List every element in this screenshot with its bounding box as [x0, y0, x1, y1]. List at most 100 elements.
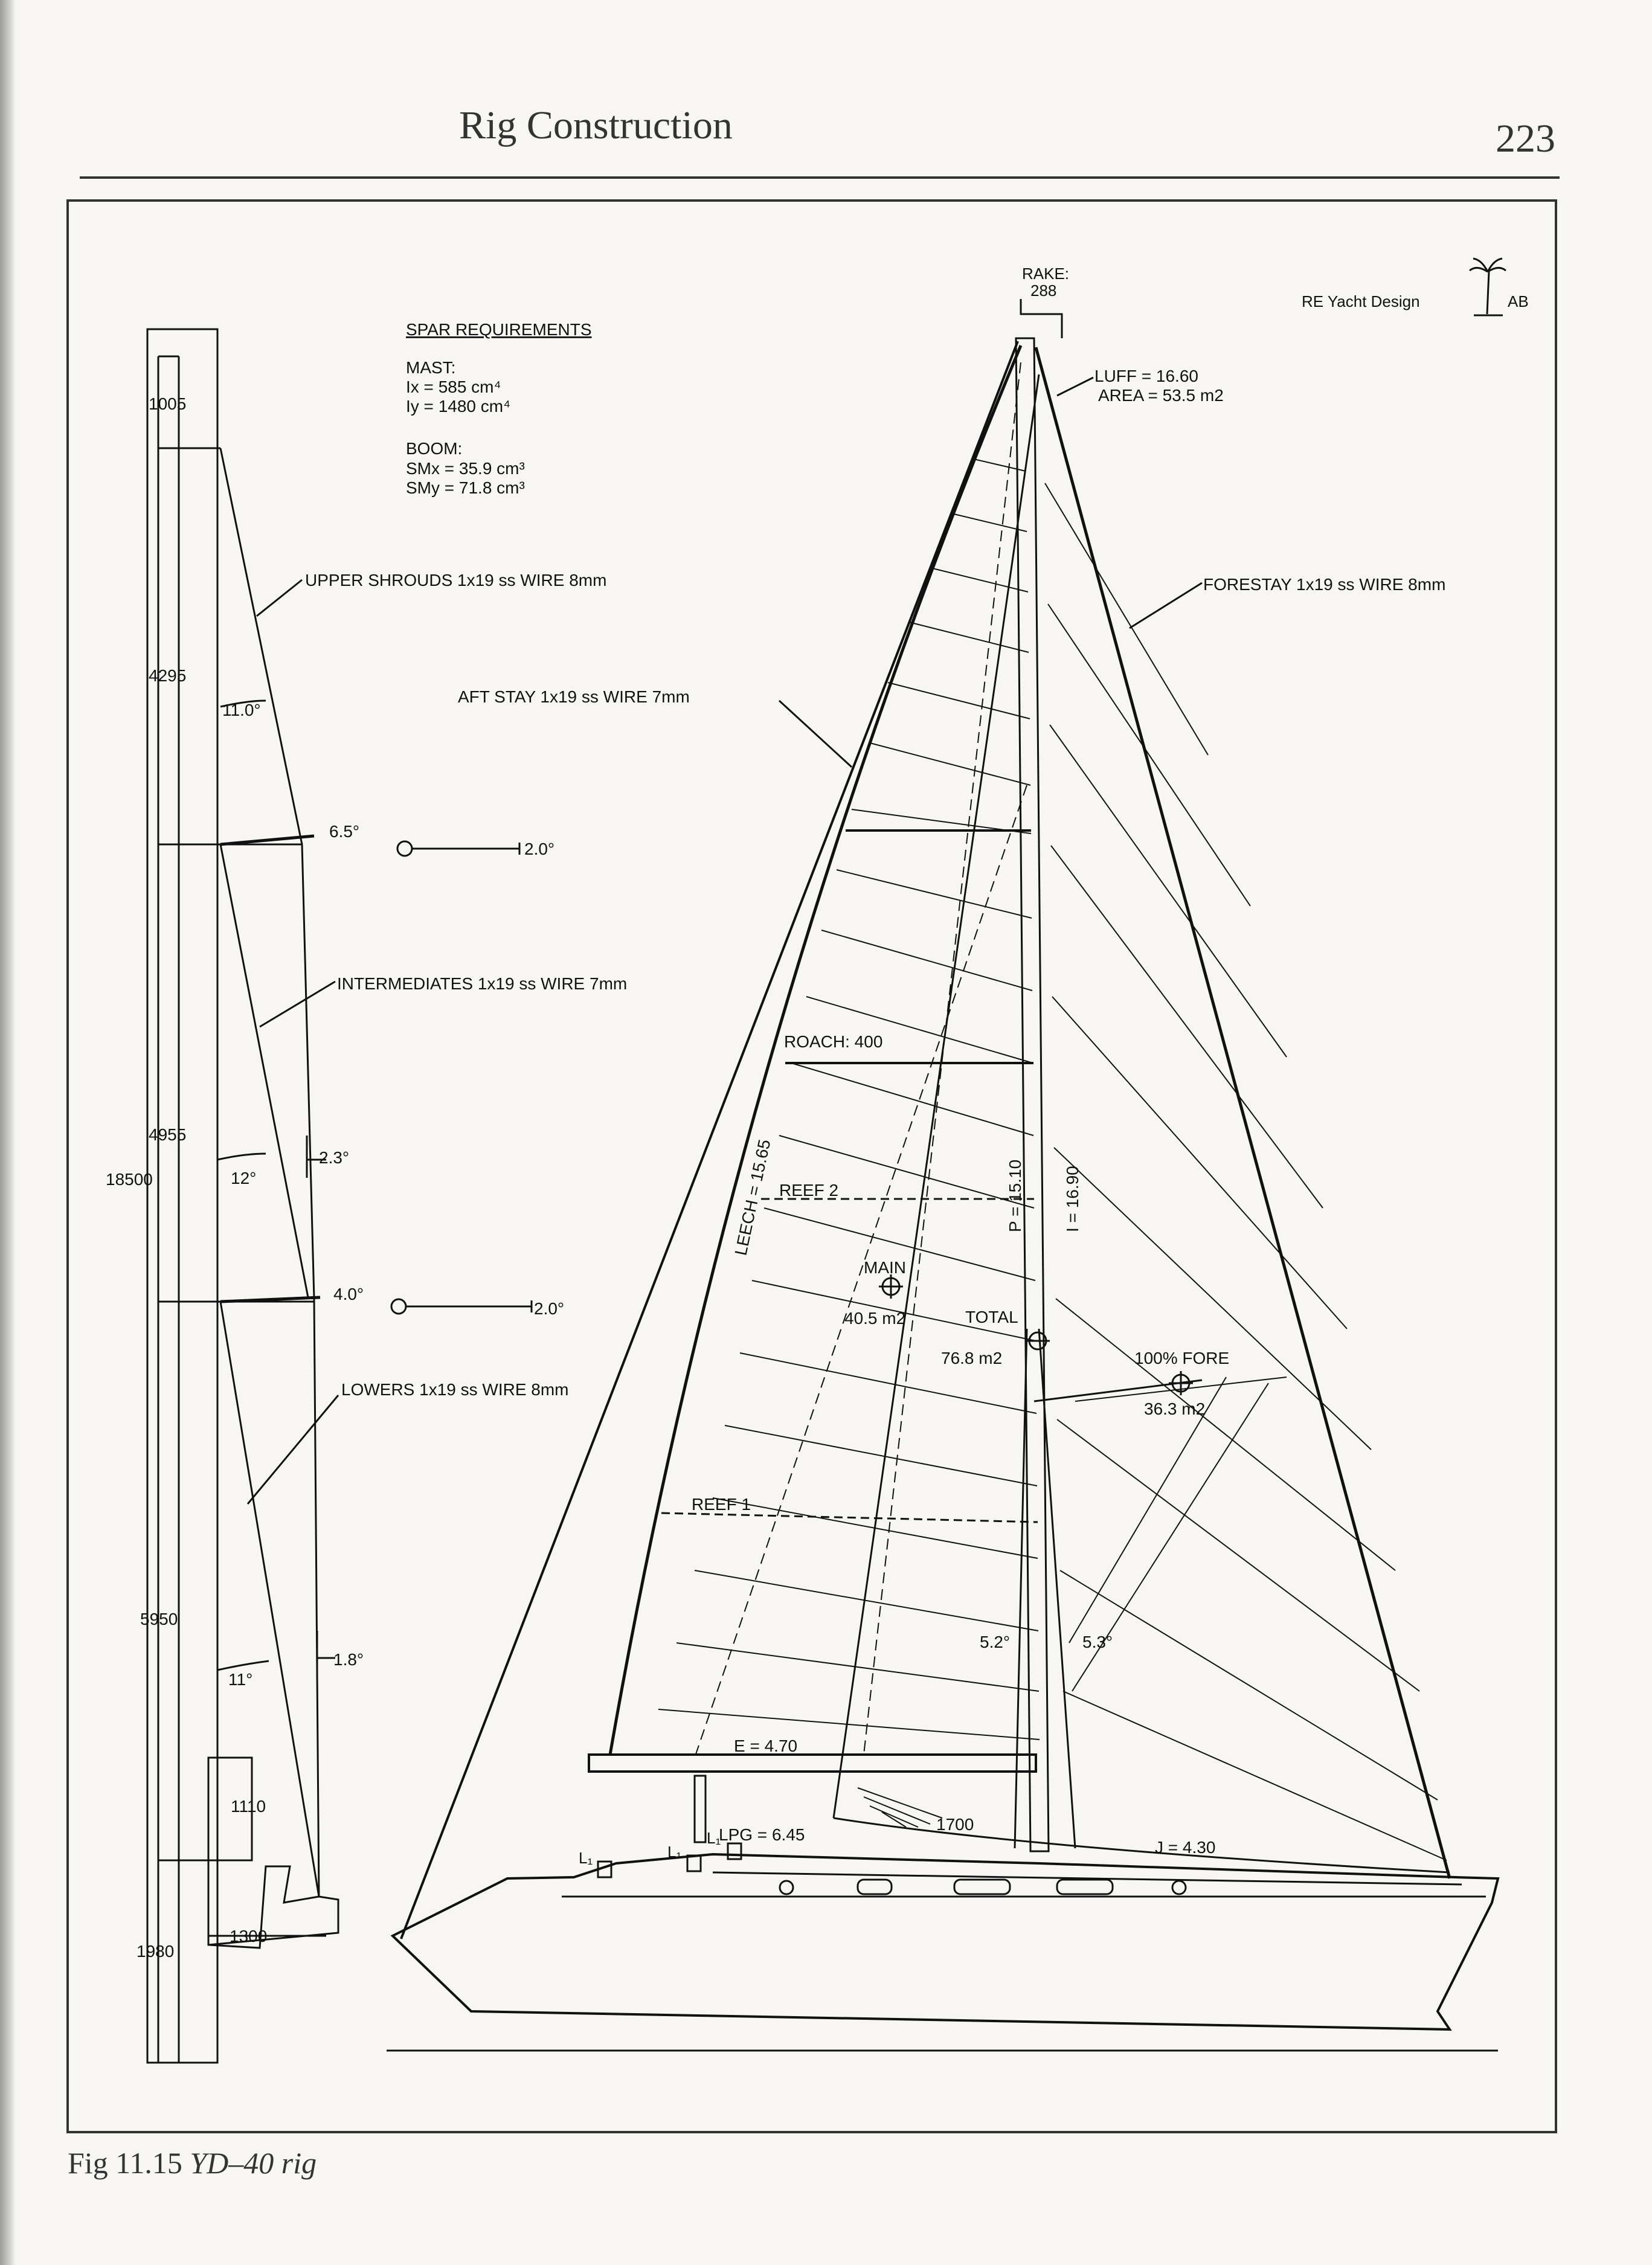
total-area: 76.8 m2 — [941, 1349, 1002, 1367]
port-window-1 — [857, 1878, 893, 1895]
leader-lowers — [246, 1395, 339, 1505]
backstay — [400, 341, 1019, 1939]
dim-18500: 18500 — [106, 1170, 153, 1189]
reef-1-line — [661, 1512, 1038, 1523]
lpg-label: LPG = 6.45 — [719, 1825, 805, 1844]
page-number: 223 — [1496, 117, 1555, 161]
leader-intermediates — [259, 980, 336, 1028]
caption-title: YD–40 rig — [190, 2146, 317, 2180]
rake-value: 288 — [1030, 281, 1056, 300]
rake-bracket — [1020, 299, 1063, 338]
dim-1005: 1005 — [149, 394, 186, 413]
main-dash-diag-2 — [694, 785, 1027, 1758]
label-intermediates: INTERMEDIATES 1x19 ss WIRE 7mm — [337, 974, 627, 993]
roach-label: ROACH: 400 — [784, 1032, 882, 1051]
mast-iy: Iy = 1480 cm⁴ — [406, 397, 510, 416]
angle-1-8: 1.8° — [333, 1650, 364, 1669]
angle-11: 11° — [228, 1670, 252, 1689]
mast-label: MAST: — [406, 358, 455, 377]
winch-a-label: L₁ — [579, 1849, 593, 1867]
shroud-fwd — [1038, 1328, 1076, 1849]
dim-1110: 1110 — [231, 1797, 266, 1816]
forestay — [1034, 347, 1451, 1879]
designer-name: RE Yacht Design — [1302, 292, 1420, 310]
fore-label: 100% FORE — [1134, 1349, 1229, 1367]
p-label: P = 15.10 — [1006, 1160, 1024, 1232]
leader-forestay — [1129, 582, 1203, 629]
sail-plan — [387, 299, 1500, 2052]
winch-b-icon — [686, 1854, 702, 1872]
boom — [588, 1753, 1037, 1773]
dim-1300: 1300 — [230, 1927, 267, 1945]
leech-label: LEECH = 15.65 — [731, 1138, 774, 1258]
book-spine-shadow — [0, 0, 16, 2265]
label-forestay: FORESTAY 1x19 ss WIRE 8mm — [1203, 575, 1445, 594]
angle-2-3: 2.3° — [319, 1148, 349, 1167]
intermediate-line — [219, 844, 309, 1303]
cap-shroud-line — [219, 448, 320, 1897]
running-head: Rig Construction — [459, 103, 733, 147]
angle-6-5: 6.5° — [329, 822, 359, 841]
main-label: MAIN — [864, 1258, 906, 1277]
dim-4955: 4955 — [149, 1125, 186, 1144]
label-upper-shrouds: UPPER SHROUDS 1x19 ss WIRE 8mm — [305, 571, 606, 590]
spar-requirements-heading: SPAR REQUIREMENTS — [406, 320, 592, 339]
area-label: AREA = 53.5 m2 — [1098, 386, 1224, 405]
angle-arc-11 — [220, 699, 266, 708]
mainsail-leech — [608, 345, 1023, 1755]
winch-b-label: L₁ — [667, 1843, 681, 1861]
leader-luff — [1056, 376, 1094, 397]
boom-smx: SMx = 35.9 cm³ — [406, 459, 525, 478]
angle-4-0: 4.0° — [333, 1285, 364, 1303]
angle-11-0: 11.0° — [222, 701, 261, 719]
upper-spreader — [220, 834, 315, 846]
mast-profile-outer — [146, 328, 219, 2064]
jib-leech — [832, 374, 1040, 1819]
angle-spreader-lower: 2.0° — [534, 1299, 564, 1318]
figure-frame — [66, 199, 1557, 2133]
leader-aft-stay — [778, 699, 853, 768]
luff-label: LUFF = 16.60 — [1094, 367, 1198, 385]
shroud-angle-left: 5.2° — [980, 1633, 1010, 1651]
mast-schematic — [146, 328, 533, 2064]
porthole-fwd-icon — [1171, 1880, 1187, 1895]
header-rule — [80, 176, 1560, 179]
dim-4295: 4295 — [149, 666, 186, 685]
label-aft-stay: AFT STAY 1x19 ss WIRE 7mm — [458, 687, 690, 706]
dim-1700: 1700 — [936, 1815, 974, 1834]
designer-suffix: AB — [1508, 292, 1529, 310]
winch-c-icon — [727, 1842, 742, 1860]
boom-smy: SMy = 71.8 cm³ — [406, 478, 525, 497]
jib-seams — [1044, 483, 1447, 1861]
jib-foot — [833, 1817, 1450, 1874]
i-label: I = 16.90 — [1063, 1166, 1082, 1232]
dim-5950: 5950 — [140, 1610, 178, 1628]
lower-line — [219, 1301, 320, 1897]
dim-1980: 1980 — [137, 1942, 174, 1961]
winch-c-label: L₁ — [707, 1829, 721, 1847]
fore-area: 36.3 m2 — [1144, 1399, 1205, 1418]
e-label: E = 4.70 — [734, 1736, 797, 1755]
vang-hatch — [857, 1787, 943, 1828]
main-area: 40.5 m2 — [844, 1309, 905, 1328]
shroud-aft — [1014, 1328, 1028, 1849]
angle-12: 12° — [231, 1169, 256, 1187]
port-window-3 — [1056, 1878, 1114, 1895]
spreader-plan-lower-icon — [390, 1298, 407, 1315]
boom-label: BOOM: — [406, 439, 462, 458]
port-window-2 — [953, 1878, 1011, 1895]
angle-arc-12 — [217, 1152, 266, 1161]
deck-line — [712, 1871, 1462, 1886]
porthole-aft-icon — [779, 1880, 794, 1895]
hull — [390, 1852, 1500, 2031]
angle-spreader-upper: 2.0° — [524, 840, 554, 858]
hull-section — [207, 1860, 339, 1949]
reef-2-label: REEF 2 — [779, 1181, 838, 1200]
j-label: J = 4.30 — [1155, 1838, 1215, 1857]
angle-arc-11b — [217, 1660, 269, 1671]
total-label: TOTAL — [965, 1308, 1018, 1326]
spreader-plan-upper-icon — [396, 840, 413, 857]
reef-1-label: REEF 1 — [692, 1495, 751, 1514]
stanchion — [693, 1775, 707, 1843]
mast-ix: Ix = 585 cm⁴ — [406, 378, 501, 396]
